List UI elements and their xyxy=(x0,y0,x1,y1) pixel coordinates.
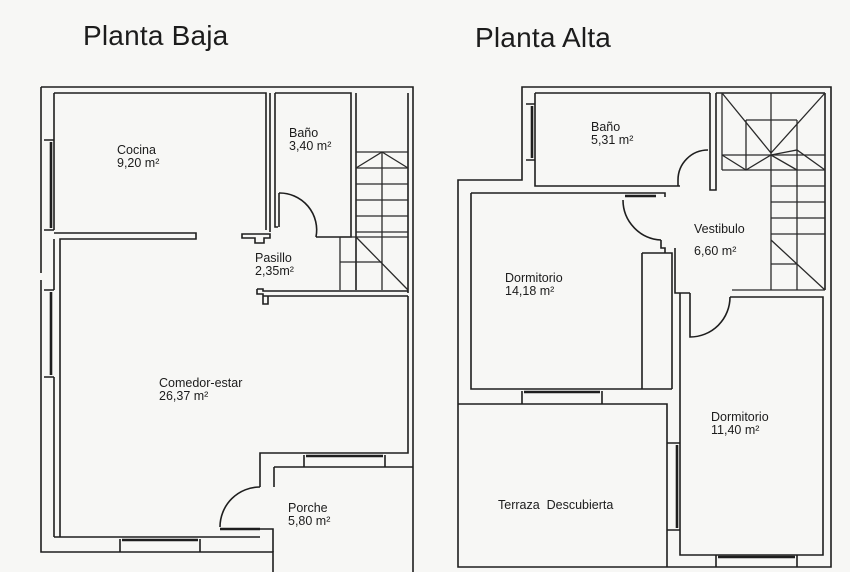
room-terraza-descubierta: Terraza Descubierta xyxy=(498,473,613,525)
room-name: Pasillo xyxy=(255,251,292,265)
room-pasillo: Pasillo 2,35m² xyxy=(255,252,294,278)
room-name: Porche xyxy=(288,501,328,515)
room-area: 5,80 m² xyxy=(288,514,331,528)
room-area: 2,35m² xyxy=(255,264,294,278)
room-area: 9,20 m² xyxy=(117,156,160,170)
room-name: Vestibulo xyxy=(694,222,745,236)
room-name: Comedor-estar xyxy=(159,376,243,390)
room-name: Cocina xyxy=(117,143,156,157)
room-name: Baño xyxy=(591,120,621,134)
room-area: 3,40 m² xyxy=(289,139,332,153)
stairs-alta xyxy=(721,92,826,291)
stairs-baja xyxy=(339,151,409,291)
room-name: Terraza Descubierta xyxy=(498,498,614,512)
room-bano-alta: Baño 5,31 m² xyxy=(591,121,633,147)
room-comedor-estar: Comedor-estar 26,37 m² xyxy=(159,377,242,403)
room-porche: Porche 5,80 m² xyxy=(288,502,330,528)
room-cocina: Cocina 9,20 m² xyxy=(117,144,159,170)
room-vestibulo: Vestibulo 6,60 m² xyxy=(694,218,745,262)
planta-baja-plan xyxy=(40,86,414,572)
room-name: Dormitorio xyxy=(711,410,769,424)
room-dormitorio-1: Dormitorio 14,18 m² xyxy=(505,272,563,298)
room-name: Baño xyxy=(289,126,319,140)
floor-title-planta-baja: Planta Baja xyxy=(83,20,229,51)
room-area: 5,31 m² xyxy=(591,133,634,147)
room-bano-baja: Baño 3,40 m² xyxy=(289,127,331,153)
room-name: Dormitorio xyxy=(505,271,563,285)
room-area: 11,40 m² xyxy=(711,423,760,437)
room-area: 6,60 m² xyxy=(694,244,737,258)
room-area: 14,18 m² xyxy=(505,284,555,298)
room-area: 26,37 m² xyxy=(159,389,209,403)
room-dormitorio-2: Dormitorio 11,40 m² xyxy=(711,411,769,437)
planta-alta-plan xyxy=(457,86,832,568)
floor-title-planta-alta: Planta Alta xyxy=(475,22,612,53)
